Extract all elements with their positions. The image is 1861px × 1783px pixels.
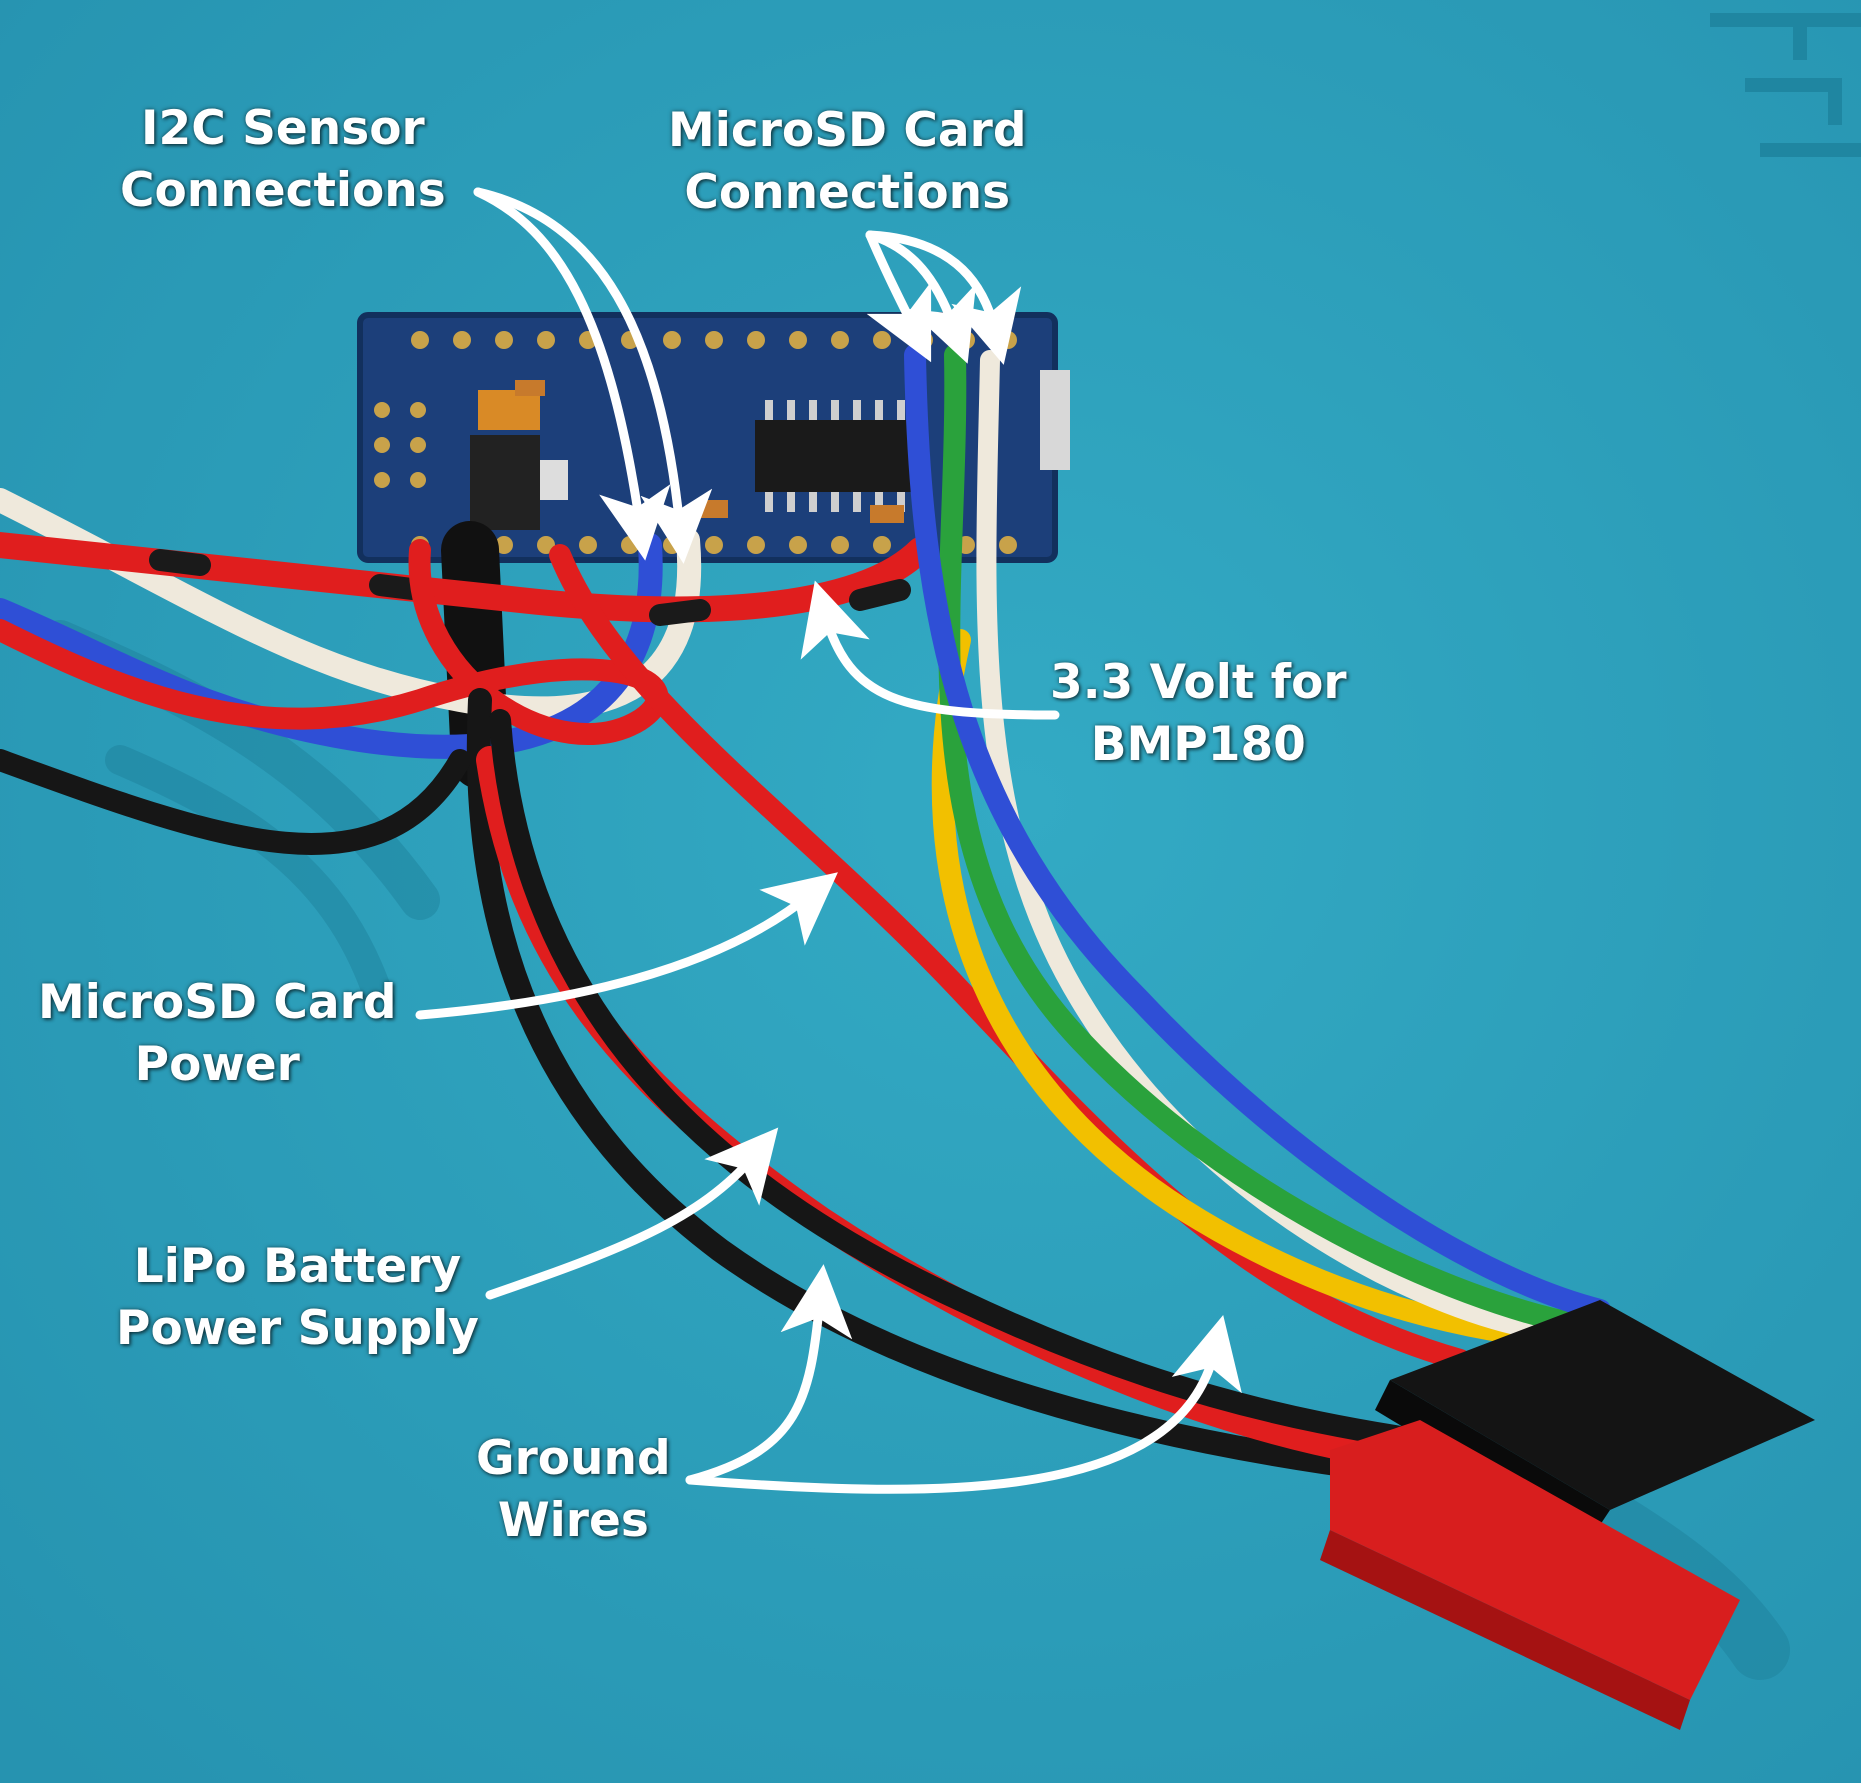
label-i2c-sensor-connections: I2C Sensor Connections xyxy=(120,101,446,218)
black-jst-wire xyxy=(489,709,1431,1451)
label-microsd-card-power: MicroSD Card Power xyxy=(38,975,397,1092)
red-left-wire xyxy=(0,539,669,745)
top-header-pins xyxy=(411,331,1017,349)
yellow-wire xyxy=(931,629,1571,1351)
arduino-board xyxy=(357,312,1070,563)
label-3v3-volt-bmp180: 3.3 Volt for BMP180 xyxy=(1050,655,1347,772)
label-microsd-card-connections: MicroSD Card Connections xyxy=(668,103,1027,220)
label-ground-wires: Ground Wires xyxy=(476,1431,671,1548)
white-microsd-wire xyxy=(976,350,1550,1340)
side-pins xyxy=(374,402,426,488)
annotation-arrows xyxy=(415,187,1242,1494)
voltage-regulator xyxy=(470,435,540,530)
red-microsd-power-wire xyxy=(549,544,1471,1371)
green-microsd-wire xyxy=(938,344,1591,1336)
usb-serial-chip xyxy=(755,420,915,492)
blue-microsd-wire xyxy=(904,344,1611,1321)
black-left-wire xyxy=(0,749,471,855)
mat-ridges xyxy=(1710,13,1861,157)
red-jst-connector xyxy=(1320,1420,1740,1730)
label-lipo-battery-power-supply: LiPo Battery Power Supply xyxy=(116,1239,479,1356)
